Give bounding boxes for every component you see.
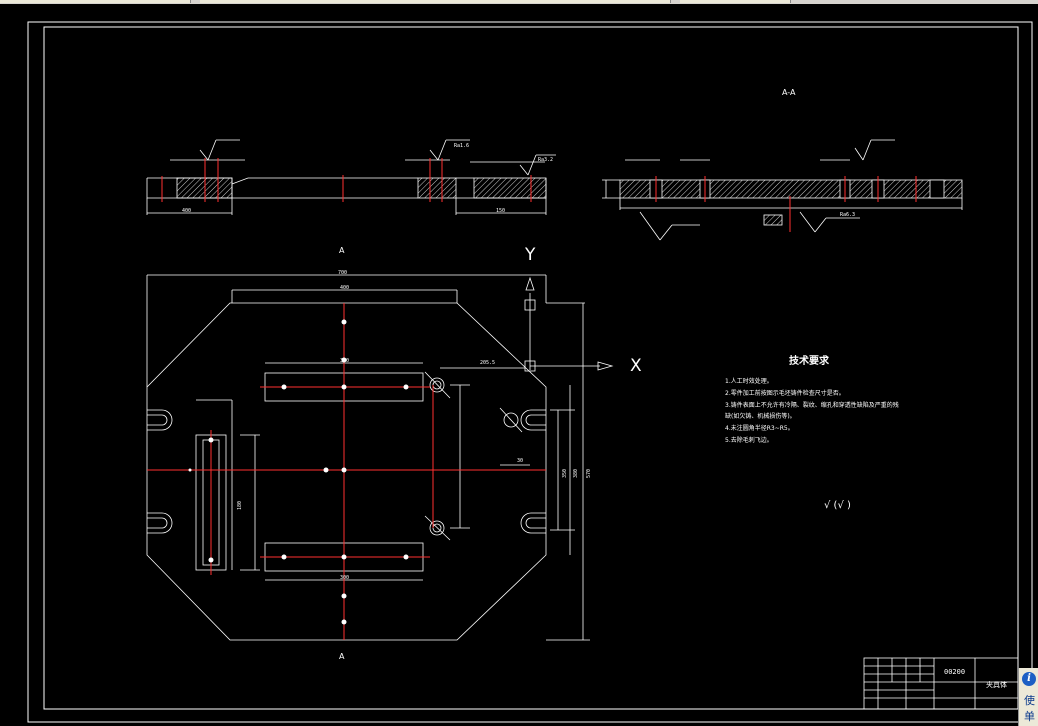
section-label-aa: A-A bbox=[782, 88, 796, 97]
plan-centerlines bbox=[147, 303, 546, 640]
roughness-ra63: Ra6.3 bbox=[840, 212, 856, 218]
tech-req-item: 5.去除毛刺飞边。 bbox=[725, 437, 773, 444]
dim-height-right2: 380 bbox=[573, 468, 579, 478]
side-panel-text: 单 bbox=[1024, 710, 1035, 723]
dim-offset-x: 205.5 bbox=[480, 360, 496, 366]
tech-req-item: 4.未注圆角半径R3~R5。 bbox=[725, 425, 794, 432]
tech-req-item: 1.人工时效处理。 bbox=[725, 378, 773, 385]
section-view-left bbox=[146, 139, 556, 215]
toolbar-segment[interactable] bbox=[0, 0, 191, 3]
info-icon[interactable]: i bbox=[1022, 672, 1036, 686]
outer-frame bbox=[27, 21, 1033, 723]
roughness-symbol: √ (√ ) bbox=[824, 500, 851, 511]
tech-req-item: 缺(如欠铸、机械损伤等)。 bbox=[725, 413, 796, 420]
dim-height-right1: 350 bbox=[562, 468, 568, 478]
window-top-strip bbox=[0, 0, 1038, 4]
axis-y-label: Y bbox=[525, 245, 536, 265]
axis-x-label: X bbox=[630, 356, 642, 376]
dim-slot-width-bottom: 300 bbox=[340, 575, 350, 581]
dim-small-a: 30 bbox=[517, 458, 524, 464]
tech-req-item: 3.铸件表面上不允许有冷隔、裂纹、缩孔和穿透性缺陷及严重的残 bbox=[725, 402, 899, 409]
plan-holes bbox=[188, 319, 409, 625]
toolbar-segment[interactable] bbox=[200, 0, 671, 3]
dim-height-total: 570 bbox=[586, 468, 592, 478]
title-block-name: 夹具体 bbox=[986, 681, 1007, 689]
title-block-part-no: 00200 bbox=[944, 668, 966, 676]
roughness-ra16: Ra1.6 bbox=[454, 143, 470, 149]
roughness-ra32: Ra3.2 bbox=[538, 157, 554, 163]
section-left-centerlines bbox=[161, 158, 532, 202]
dim-inner-top: 400 bbox=[340, 285, 350, 291]
section-right-centerlines bbox=[655, 176, 917, 232]
toolbar-segment[interactable] bbox=[680, 0, 791, 3]
dim-section-right: 150 bbox=[496, 208, 506, 214]
dim-slot-width: 300 bbox=[340, 358, 350, 364]
title-block bbox=[863, 657, 1019, 710]
view-label-top: A bbox=[339, 246, 345, 255]
dim-width-top: 700 bbox=[338, 270, 348, 276]
dim-section-left: 400 bbox=[182, 208, 192, 214]
plan-view bbox=[146, 274, 614, 641]
tech-req-title: 技术要求 bbox=[789, 356, 829, 367]
tech-req-item: 2.零件加工前按图示毛坯铸件检查尺寸是否。 bbox=[725, 390, 845, 397]
side-panel-text: 使 bbox=[1024, 694, 1035, 707]
dim-left-height: 180 bbox=[237, 500, 243, 510]
view-label-bottom: A bbox=[339, 652, 345, 661]
drawing-border bbox=[43, 26, 1019, 710]
side-help-panel[interactable]: i 使 单 bbox=[1018, 668, 1038, 726]
